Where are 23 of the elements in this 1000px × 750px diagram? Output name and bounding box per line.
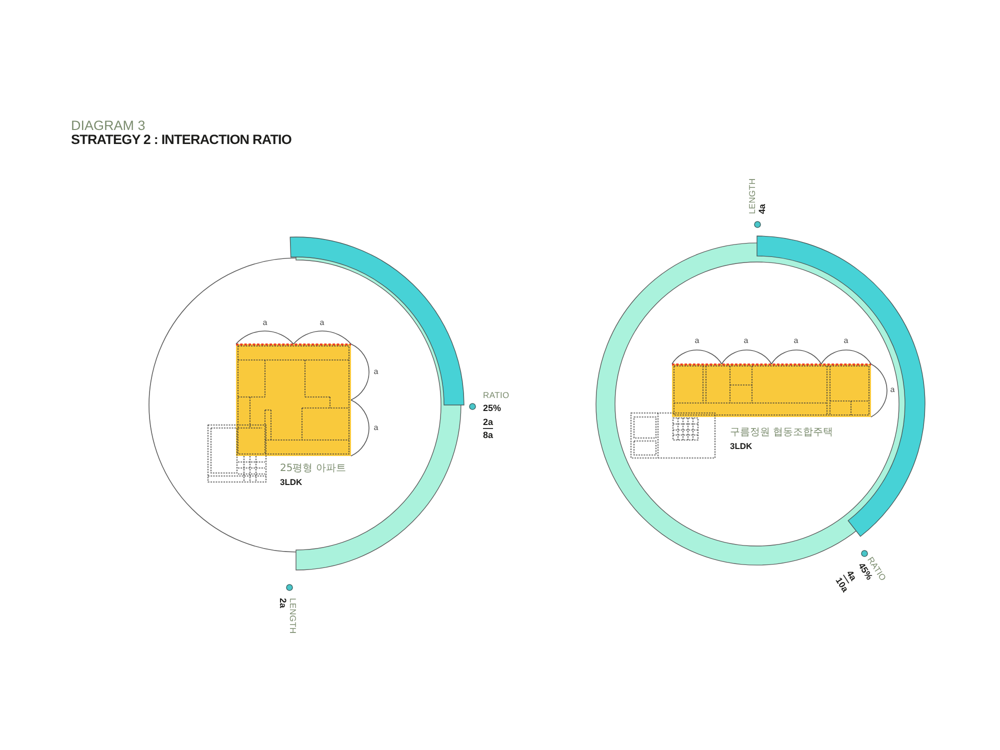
module-label: a	[374, 423, 378, 432]
measure-heading: LENGTH	[747, 178, 757, 214]
diagram-title: STRATEGY 2 : INTERACTION RATIO	[71, 132, 292, 148]
length-value: 4a	[757, 204, 767, 214]
module-label: a	[794, 336, 798, 345]
diagram-number: DIAGRAM 3	[71, 118, 146, 134]
module-label: a	[744, 336, 748, 345]
plan-name: 구름정원 협동조합주택	[730, 427, 834, 439]
measure-heading: LENGTH	[288, 598, 298, 634]
length-value: 2a	[278, 598, 288, 608]
plan-name: 25평형 아파트	[280, 463, 346, 475]
percent-value: 25%	[483, 403, 502, 413]
module-label: a	[374, 367, 378, 376]
fraction-numerator: 2a	[483, 418, 494, 429]
fraction-denominator: 8a	[483, 430, 494, 440]
module-label: a	[694, 336, 700, 345]
module-label: a	[262, 318, 268, 327]
module-label: a	[844, 336, 848, 345]
plan-type: 3LDK	[280, 477, 302, 487]
module-label: a	[890, 385, 895, 394]
measure-heading: RATIO	[483, 390, 510, 400]
plan-type: 3LDK	[730, 441, 752, 451]
module-label: a	[320, 318, 324, 327]
